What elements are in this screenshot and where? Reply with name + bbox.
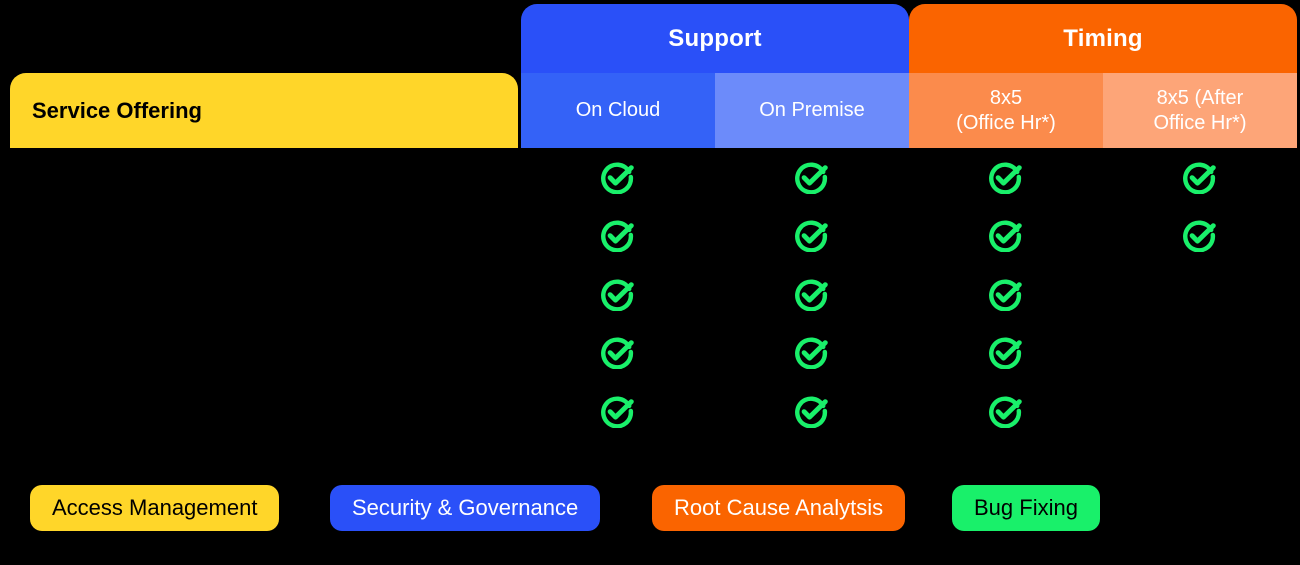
check-circle-icon [600, 335, 634, 369]
cell-on-premise [715, 265, 907, 322]
cell-after-office-hours [1103, 323, 1295, 381]
legend: Access Management Security & Governance Ro… [0, 485, 1300, 543]
cell-on-cloud [521, 382, 713, 439]
column-header-on-premise: On Premise [715, 73, 909, 148]
legend-item[interactable]: Root Cause Analytsis [652, 485, 906, 531]
cell-office-hours [909, 265, 1101, 322]
service-offering-cell [10, 323, 510, 381]
table-row [0, 265, 1300, 322]
table-row [0, 323, 1300, 381]
cell-after-office-hours [1103, 265, 1295, 322]
cell-on-premise [715, 382, 907, 439]
cell-on-premise [715, 323, 907, 381]
check-circle-icon [1182, 218, 1216, 252]
legend-item[interactable]: Bug Fixing [952, 485, 1100, 531]
column-header-after-office-hours: 8x5 (After Office Hr*) [1103, 73, 1297, 148]
cell-after-office-hours [1103, 206, 1295, 264]
check-circle-icon [794, 335, 828, 369]
row-label-header: Service Offering [10, 73, 518, 148]
table-row [0, 382, 1300, 439]
group-header-support: Support [521, 4, 909, 74]
matrix-body [0, 148, 1300, 440]
check-circle-icon [794, 218, 828, 252]
cell-on-premise [715, 206, 907, 264]
column-header-office-hours: 8x5 (Office Hr*) [909, 73, 1103, 148]
check-circle-icon [1182, 160, 1216, 194]
cell-on-cloud [521, 206, 713, 264]
check-circle-icon [794, 160, 828, 194]
cell-after-office-hours [1103, 382, 1295, 439]
table-row [0, 206, 1300, 264]
check-circle-icon [600, 277, 634, 311]
cell-after-office-hours [1103, 148, 1295, 205]
service-offering-cell [10, 148, 510, 205]
legend-item[interactable]: Security & Governance [330, 485, 601, 531]
column-header-on-cloud: On Cloud [521, 73, 715, 148]
check-circle-icon [794, 394, 828, 428]
service-offering-cell [10, 206, 510, 264]
check-circle-icon [600, 160, 634, 194]
service-offering-cell [10, 382, 510, 439]
cell-office-hours [909, 206, 1101, 264]
cell-office-hours [909, 323, 1101, 381]
column-header-band: Service Offering On Cloud On Premise 8x5… [0, 73, 1300, 148]
legend-item[interactable]: Access Management [30, 485, 280, 531]
group-header-band: Support Timing [0, 0, 1300, 74]
cell-office-hours [909, 148, 1101, 205]
check-circle-icon [988, 394, 1022, 428]
cell-on-cloud [521, 265, 713, 322]
check-circle-icon [988, 218, 1022, 252]
service-offering-cell [10, 265, 510, 322]
check-circle-icon [600, 394, 634, 428]
check-circle-icon [988, 277, 1022, 311]
check-circle-icon [794, 277, 828, 311]
cell-on-cloud [521, 323, 713, 381]
cell-on-cloud [521, 148, 713, 205]
cell-on-premise [715, 148, 907, 205]
check-circle-icon [988, 335, 1022, 369]
check-circle-icon [600, 218, 634, 252]
group-header-timing: Timing [909, 4, 1297, 74]
check-circle-icon [988, 160, 1022, 194]
service-offering-matrix: Support Timing Service Offering On Cloud… [0, 0, 1300, 440]
cell-office-hours [909, 382, 1101, 439]
table-row [0, 148, 1300, 205]
